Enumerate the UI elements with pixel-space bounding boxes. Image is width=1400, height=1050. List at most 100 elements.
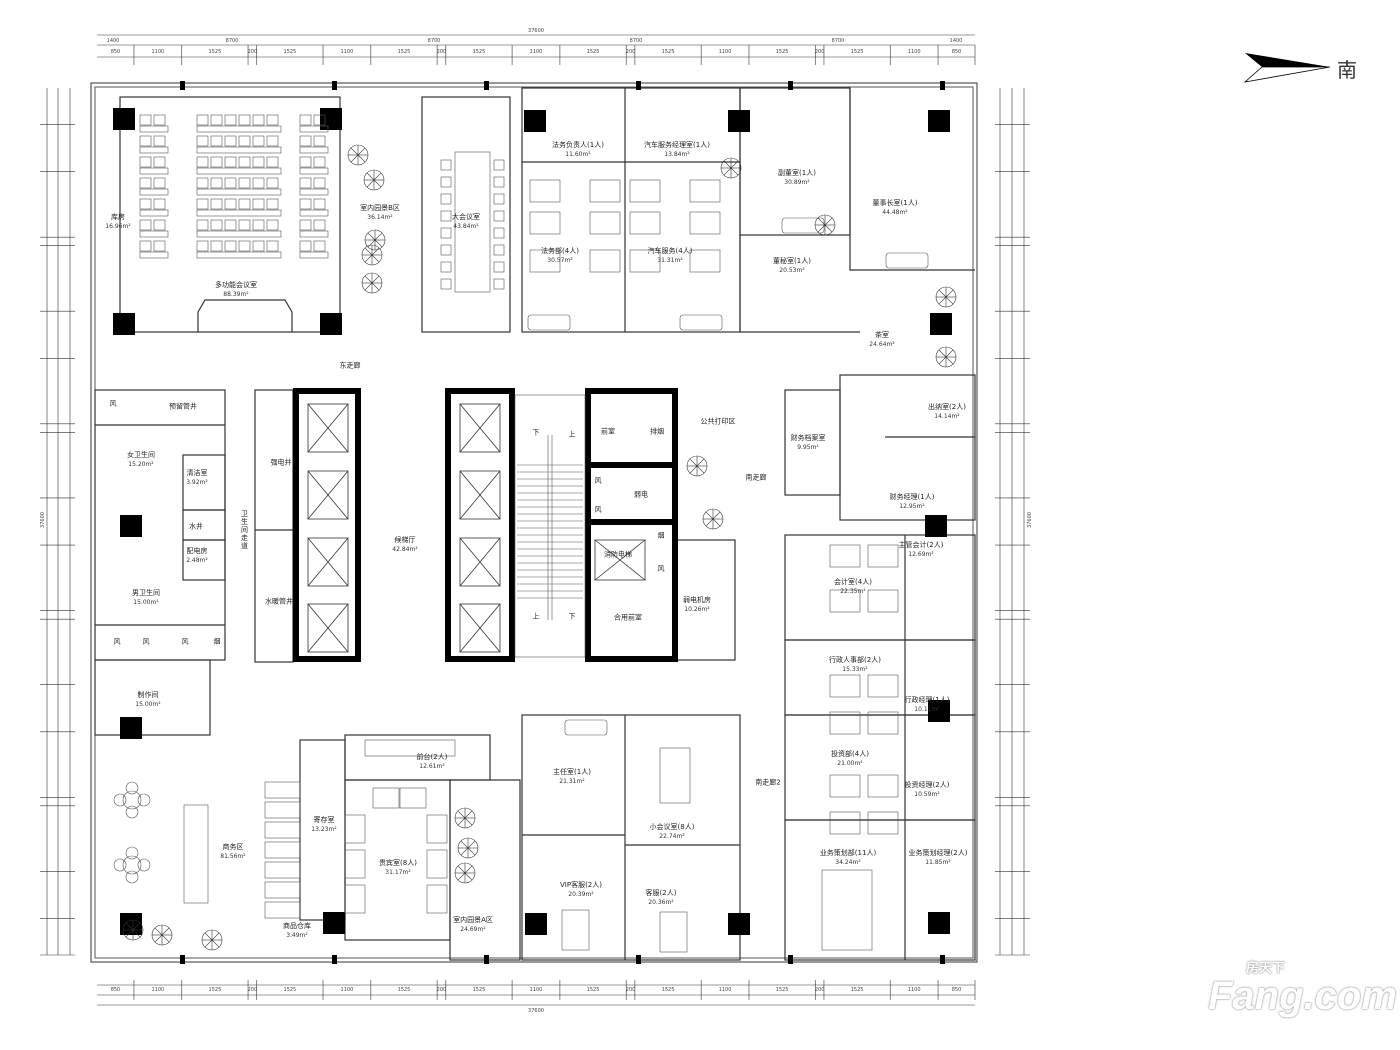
chair bbox=[440, 193, 452, 205]
auditorium-seat bbox=[196, 198, 209, 210]
room-area: 34.24m² bbox=[835, 859, 861, 866]
auditorium-desk bbox=[139, 146, 169, 154]
workstation-desk bbox=[867, 774, 899, 798]
dimension-minor-bottom: 1525 bbox=[472, 987, 486, 993]
plant-leaf bbox=[125, 922, 134, 931]
auditorium-seat bbox=[266, 114, 279, 126]
room-area: 30.57m² bbox=[547, 257, 573, 264]
dimension-minor: 850 bbox=[951, 49, 962, 55]
plant-leaf bbox=[696, 465, 705, 474]
plant-leaf bbox=[730, 167, 739, 176]
armchair bbox=[372, 787, 400, 809]
chair bbox=[440, 261, 452, 273]
room-label: 法务负责人(1人)11.60m² bbox=[552, 141, 604, 159]
auditorium-seat bbox=[299, 114, 312, 126]
plant-leaf bbox=[132, 922, 141, 931]
dimension-minor-bottom: 1100 bbox=[529, 987, 543, 993]
auditorium-seat bbox=[299, 198, 312, 210]
room-name: 茶室 bbox=[875, 331, 889, 339]
sofa bbox=[781, 217, 825, 234]
auditorium-seat bbox=[238, 240, 251, 252]
elevator-cross bbox=[459, 537, 501, 587]
workstation-desk bbox=[629, 179, 661, 203]
auditorium-desk bbox=[139, 251, 169, 259]
auditorium-seat bbox=[210, 177, 223, 189]
dimension-major: 8700 bbox=[225, 38, 239, 44]
auditorium-seat bbox=[266, 219, 279, 231]
chair bbox=[113, 793, 127, 807]
workstation-desk bbox=[629, 211, 661, 235]
plant-leaf bbox=[161, 927, 170, 936]
chair bbox=[493, 227, 505, 239]
structural-column bbox=[120, 717, 142, 739]
plant-leaf bbox=[373, 172, 382, 181]
plant-leaf bbox=[371, 247, 380, 256]
plant-leaf bbox=[154, 927, 163, 936]
plant-leaf bbox=[364, 254, 373, 263]
room-label: VIP客服(2人)20.39m² bbox=[560, 881, 602, 899]
auditorium-seat bbox=[153, 156, 166, 168]
room-area: 10.11m² bbox=[914, 706, 940, 713]
room-name: VIP客服(2人) bbox=[560, 881, 602, 889]
room-area: 81.56m² bbox=[220, 853, 246, 860]
room-area: 12.69m² bbox=[908, 551, 934, 558]
room-label: 投资部(4人)21.00m² bbox=[831, 750, 869, 768]
room-area: 15.33m² bbox=[842, 666, 868, 673]
window-mullion bbox=[180, 955, 185, 964]
armchair bbox=[426, 849, 448, 879]
plant-leaf bbox=[938, 289, 947, 298]
room-area: 11.85m² bbox=[925, 859, 951, 866]
chair bbox=[113, 858, 127, 872]
plant-leaf bbox=[723, 160, 732, 169]
auditorium-seat bbox=[139, 156, 152, 168]
plant-leaf bbox=[374, 239, 383, 248]
fire-elevator-car bbox=[594, 539, 646, 581]
room-area: 31.17m² bbox=[385, 869, 411, 876]
dimension-minor-bottom: 1100 bbox=[718, 987, 732, 993]
room-name: 汽车服务经理室(1人) bbox=[644, 141, 710, 149]
room-name: 投资经理(2人) bbox=[904, 781, 950, 789]
workstation-desk bbox=[589, 249, 621, 273]
elevator-car bbox=[307, 537, 349, 587]
chair bbox=[137, 793, 151, 807]
plant-leaf bbox=[945, 296, 954, 305]
auditorium-desk bbox=[299, 146, 329, 154]
room-name: 汽车服务(4人) bbox=[647, 247, 693, 255]
plant-leaf bbox=[464, 872, 473, 881]
room-label: 预留管井 bbox=[169, 403, 197, 412]
room-name: 行政人事部(2人) bbox=[829, 656, 881, 664]
auditorium-seat bbox=[299, 135, 312, 147]
plant-leaf bbox=[371, 275, 380, 284]
sofa bbox=[564, 719, 608, 736]
armchair bbox=[344, 884, 366, 914]
auditorium-seat bbox=[313, 135, 326, 147]
plant-leaf bbox=[364, 275, 373, 284]
workstation-desk bbox=[589, 211, 621, 235]
plant-leaf bbox=[817, 217, 826, 226]
chair bbox=[125, 805, 139, 819]
room-name: 制作间 bbox=[137, 691, 159, 699]
room-area: 14.14m² bbox=[934, 413, 960, 420]
round-table bbox=[122, 790, 142, 810]
dimension-minor: 200 bbox=[247, 49, 258, 55]
room-area: 13.23m² bbox=[311, 826, 337, 833]
auditorium-seat bbox=[210, 219, 223, 231]
room-label: 水井 bbox=[189, 523, 203, 532]
structural-column bbox=[113, 108, 135, 130]
plant-leaf bbox=[154, 934, 163, 943]
chair bbox=[493, 244, 505, 256]
auditorium-desk bbox=[196, 188, 282, 196]
room-name: 出纳室(2人) bbox=[928, 403, 966, 411]
room-name: 水暖管井 bbox=[265, 597, 293, 606]
auditorium-seat bbox=[196, 177, 209, 189]
dimension-minor: 1100 bbox=[529, 49, 543, 55]
dimension-total-right: 37600 bbox=[1027, 512, 1033, 528]
room-label: 投资经理(2人)10.59m² bbox=[905, 781, 950, 799]
room-area: 9.95m² bbox=[797, 444, 819, 451]
watermark-brand-en: Fang.com bbox=[1208, 974, 1397, 1018]
dimension-minor: 1525 bbox=[850, 49, 864, 55]
plant-leaf bbox=[712, 518, 721, 527]
